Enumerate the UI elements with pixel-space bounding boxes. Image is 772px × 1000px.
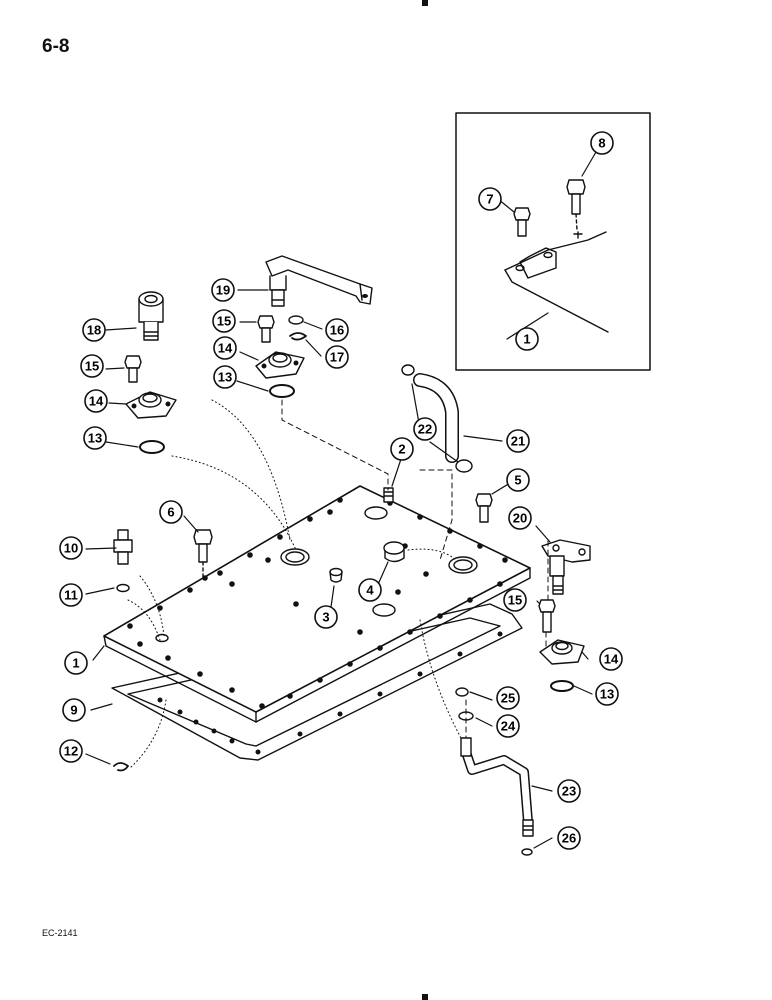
callout-label: 1 [523, 332, 530, 347]
fitting-10 [113, 529, 133, 565]
callout-label: 24 [501, 719, 516, 734]
callout-8: 8 [590, 131, 614, 155]
bracket-20 [541, 539, 591, 595]
callout-label: 14 [604, 652, 619, 667]
inset-detail-box [455, 112, 651, 371]
callout-22: 22 [413, 417, 437, 441]
callout-label: 4 [366, 583, 374, 598]
callout-label: 14 [218, 341, 233, 356]
callout-label: 18 [87, 323, 101, 338]
callout-label: 13 [600, 687, 614, 702]
lock-washer-17 [289, 332, 307, 341]
clamp-25 [455, 687, 469, 697]
callout-label: 3 [322, 610, 329, 625]
bracket-14-left [125, 391, 177, 419]
callout-3: 3 [314, 605, 338, 629]
callout-label: 9 [70, 703, 77, 718]
gasket [111, 603, 523, 761]
bolt-15-middle [257, 315, 275, 343]
cover-plate [103, 485, 531, 723]
bolt-5 [475, 493, 493, 523]
callout-17: 17 [325, 345, 349, 369]
callout-label: 23 [562, 784, 576, 799]
callout-26: 26 [557, 826, 581, 850]
figure-code: EC-2141 [42, 928, 78, 938]
nut-16 [288, 315, 304, 325]
callout-25: 25 [496, 686, 520, 710]
callout-label: 17 [330, 350, 344, 365]
callout-15: 15 [503, 588, 527, 612]
callout-18: 18 [82, 318, 106, 342]
callout-12: 12 [59, 739, 83, 763]
callout-label: 7 [486, 192, 493, 207]
callout-label: 8 [598, 136, 605, 151]
pivot-pin-18 [138, 291, 164, 341]
hose-21 [401, 364, 473, 473]
bolt-15-left [124, 355, 142, 383]
callout-20: 20 [508, 506, 532, 530]
o-ring-13-right [550, 680, 574, 692]
callout-5: 5 [506, 468, 530, 492]
callout-4: 4 [358, 578, 382, 602]
callout-15: 15 [212, 309, 236, 333]
callout-13: 13 [83, 426, 107, 450]
leader-curves [127, 399, 463, 769]
callout-24: 24 [496, 714, 520, 738]
callout-21: 21 [506, 429, 530, 453]
callout-13: 13 [213, 365, 237, 389]
callout-11: 11 [59, 583, 83, 607]
lever-arm-19 [265, 255, 373, 307]
callout-label: 21 [511, 434, 525, 449]
bracket-14-middle [255, 351, 305, 379]
callout-label: 10 [64, 541, 78, 556]
callout-14: 14 [213, 336, 237, 360]
bolt-15-right [538, 599, 556, 633]
callout-1: 1 [64, 651, 88, 675]
callout-label: 5 [514, 473, 521, 488]
callout-10: 10 [59, 536, 83, 560]
callout-1: 1 [515, 327, 539, 351]
alignment-lines [281, 399, 549, 739]
callout-label: 6 [167, 505, 174, 520]
callout-14: 14 [84, 389, 108, 413]
bolt-6 [193, 529, 213, 581]
callout-label: 13 [218, 370, 232, 385]
callout-label: 2 [398, 442, 405, 457]
callout-23: 23 [557, 779, 581, 803]
callout-label: 15 [508, 593, 522, 608]
callout-label: 16 [330, 323, 344, 338]
callout-label: 19 [216, 283, 230, 298]
callout-label: 12 [64, 744, 78, 759]
bracket-14-right [539, 639, 585, 665]
tube-23 [460, 737, 534, 837]
callout-6: 6 [159, 500, 183, 524]
callout-19: 19 [211, 278, 235, 302]
o-ring-13-left [139, 440, 165, 454]
callout-9: 9 [62, 698, 86, 722]
callout-label: 11 [64, 588, 78, 603]
callout-label: 1 [72, 656, 79, 671]
washer-26 [521, 848, 533, 856]
page-number: 6-8 [42, 36, 70, 57]
callout-label: 22 [418, 422, 432, 437]
washer-11 [116, 583, 130, 593]
callout-label: 25 [501, 691, 515, 706]
callout-label: 26 [562, 831, 576, 846]
clip-12 [113, 762, 129, 772]
leader-lines [85, 151, 597, 849]
callout-14: 14 [599, 647, 623, 671]
callout-13: 13 [595, 682, 619, 706]
callout-label: 13 [88, 431, 102, 446]
callout-16: 16 [325, 318, 349, 342]
o-ring-13-middle [269, 384, 295, 398]
callout-15: 15 [80, 354, 104, 378]
callout-label: 15 [217, 314, 231, 329]
callout-label: 15 [85, 359, 99, 374]
callout-label: 14 [89, 394, 104, 409]
callout-2: 2 [390, 437, 414, 461]
callout-label: 20 [513, 511, 527, 526]
callout-7: 7 [478, 187, 502, 211]
